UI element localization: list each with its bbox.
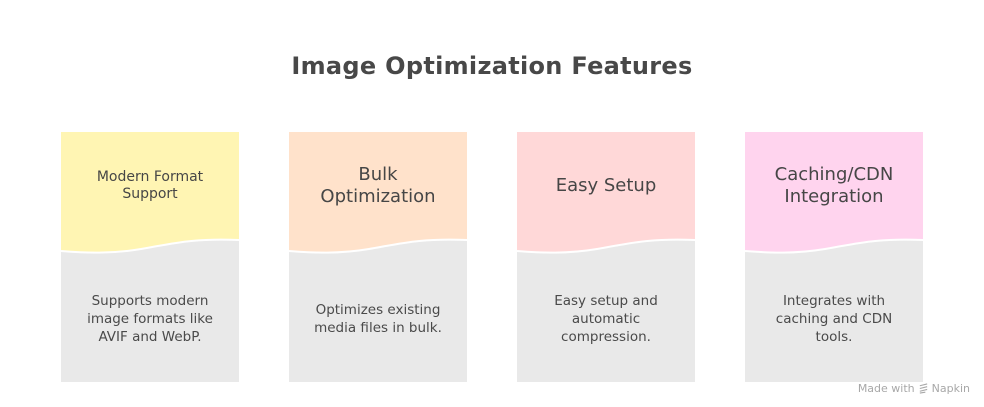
card-heading: Caching/CDN Integration [774,163,894,208]
card-description: Supports modern image formats like AVIF … [87,292,213,346]
card-description: Easy setup and automatic compression. [554,292,658,346]
made-with-napkin-badge[interactable]: Made with Napkin [858,382,970,395]
feature-card-bulk-optimization: Bulk Optimization Optimizes existing med… [289,132,467,382]
card-header-background [61,132,239,254]
card-heading: Easy Setup [555,174,657,196]
card-header-background [289,132,467,254]
footer-brand: Napkin [931,382,970,395]
card-header-background [517,132,695,254]
feature-card-modern-format: Modern Format Support Supports modern im… [61,132,239,382]
diagram-title: Image Optimization Features [291,52,693,80]
napkin-logo-icon [919,383,927,394]
card-heading: Modern Format Support [96,168,204,203]
feature-card-caching-cdn: Caching/CDN Integration Integrates with … [745,132,923,382]
footer-prefix: Made with [857,382,915,395]
card-heading: Bulk Optimization [320,163,436,208]
card-description: Optimizes existing media files in bulk. [314,301,442,336]
card-header-background [745,132,923,254]
card-description: Integrates with caching and CDN tools. [775,292,893,346]
feature-card-easy-setup: Easy Setup Easy setup and automatic comp… [517,132,695,382]
